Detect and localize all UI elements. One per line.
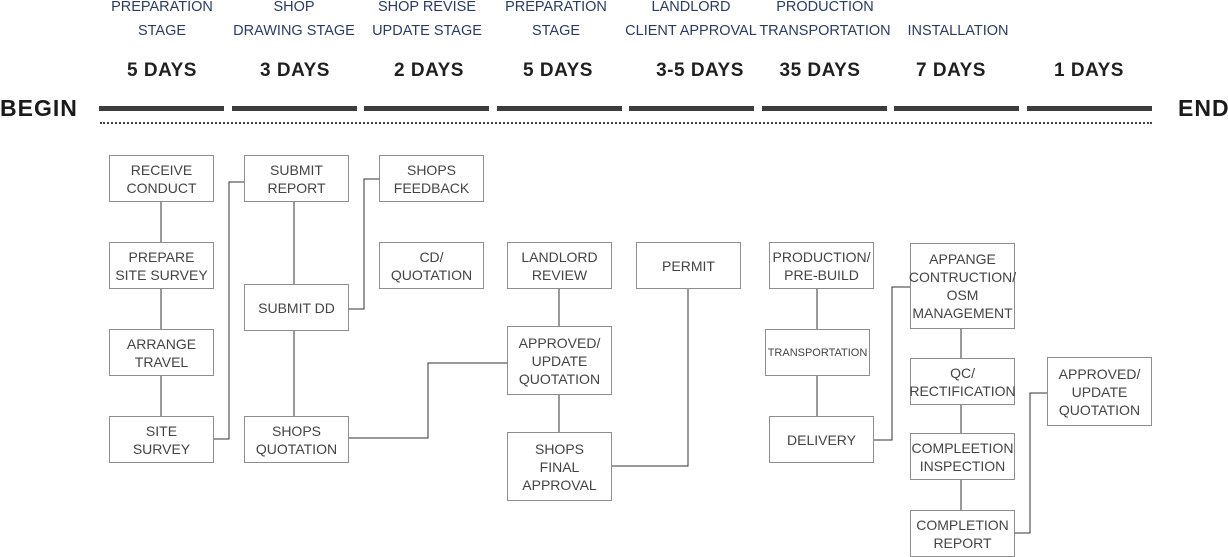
stage-4-bar [497,106,622,111]
stage-1-name: PREPARATION STAGE [111,0,213,39]
connector-site-submit-report [213,181,244,440]
step-landlord-review: LANDLORD REVIEW [507,242,612,289]
begin-label: BEGIN [0,95,78,121]
step-approved-update-quotation-final: APPROVED/ UPDATE QUOTATION [1047,357,1152,426]
stage-5-bar [629,106,754,111]
connector-final-permit [611,288,689,467]
step-transportation: TRANSPORTATION [765,329,870,376]
stage-3-bar [364,106,489,111]
stage-6-name: PRODUCTION TRANSPORTATION [759,0,891,39]
stage-7-name: INSTALLATION [907,23,1009,39]
connector-dd-feedback [348,178,379,310]
stage-1-days: 5 DAYS [127,60,197,81]
stage-2-bar [232,106,357,111]
stage-2-name: SHOP DRAWING STAGE [233,0,355,39]
stage-4-name: PREPARATION STAGE [505,0,607,39]
step-production-prebuild: PRODUCTION/ PRE-BUILD [769,242,874,289]
step-shops-feedback: SHOPS FEEDBACK [379,155,484,202]
stage-7-days: 7 DAYS [916,60,986,81]
stage-1-bar [99,106,224,111]
step-cd-quotation: CD/ QUOTATION [379,242,484,289]
stage-6-days: 35 DAYS [779,60,861,81]
stage-5-days: 3-5 DAYS [656,60,744,81]
stage-8-days: 1 DAYS [1054,60,1124,81]
step-compleetion-inspection: COMPLEETION INSPECTION [910,433,1015,480]
step-shops-final-approval: SHOPS FINAL APPROVAL [507,432,612,501]
step-delivery: DELIVERY [769,416,874,463]
connector-report-approved2 [1014,392,1047,534]
stage-3-name: SHOP REVISE UPDATE STAGE [372,0,482,39]
stage-3-days: 2 DAYS [394,60,464,81]
stage-5-name: LANDLORD CLIENT APPROVAL [625,0,757,39]
timeline-dotted-line [100,122,1152,124]
step-prepare-site-survey: PREPARE SITE SURVEY [109,242,214,289]
step-submit-dd: SUBMIT DD [244,284,349,331]
step-appange-construction: APPANGE CONTRUCTION/ OSM MANAGEMENT [909,243,1016,329]
stage-2-days: 3 DAYS [260,60,330,81]
step-approved-update-quotation: APPROVED/ UPDATE QUOTATION [507,326,612,395]
step-completion-report: COMPLETION REPORT [910,510,1015,557]
step-arrange-travel: ARRANGE TRAVEL [109,329,214,376]
step-submit-report: SUBMIT REPORT [244,155,349,202]
end-label: END [1178,95,1228,121]
stage-7-bar [894,106,1019,111]
connector-quotation-approved [348,362,507,439]
connector-delivery-construction [873,286,910,441]
step-site-survey: SITE SURVEY [109,416,214,463]
stage-4-days: 5 DAYS [523,60,593,81]
step-receive-conduct: RECEIVE CONDUCT [109,155,214,202]
stage-8-bar [1027,106,1152,111]
step-shops-quotation: SHOPS QUOTATION [244,416,349,463]
step-permit: PERMIT [636,242,741,289]
step-qc-rectification: QC/ RECTIFICATION [909,358,1016,405]
stage-6-bar [762,106,887,111]
